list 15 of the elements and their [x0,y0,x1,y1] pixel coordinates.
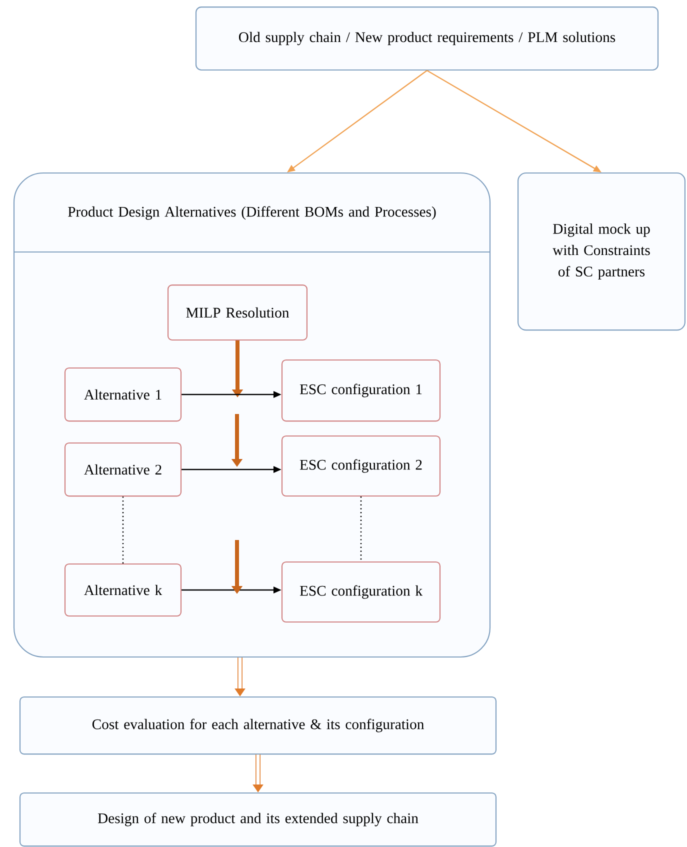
process-box: Alternative 1 [64,367,182,422]
process-box: ESC configuration k [281,561,441,623]
process-box: Alternative k [64,563,182,617]
process-box: MILP Resolution [168,284,308,340]
process-box: Cost evaluation for each alternative & its configuration [19,696,497,755]
arrow [252,754,264,792]
dotted-line [360,496,362,562]
process-box: Digital mock up with Constraints of SC partners [518,172,686,331]
process-box: Old supply chain / New product requirements / PLM solutions [195,6,659,70]
process-box: Alternative 2 [64,442,182,497]
process-box: ESC configuration 2 [281,435,441,497]
dotted-line [122,496,124,564]
process-box: Design of new product and its extended supply chain [19,792,497,847]
arrow [234,658,246,696]
process-box: ESC configuration 1 [281,359,441,422]
